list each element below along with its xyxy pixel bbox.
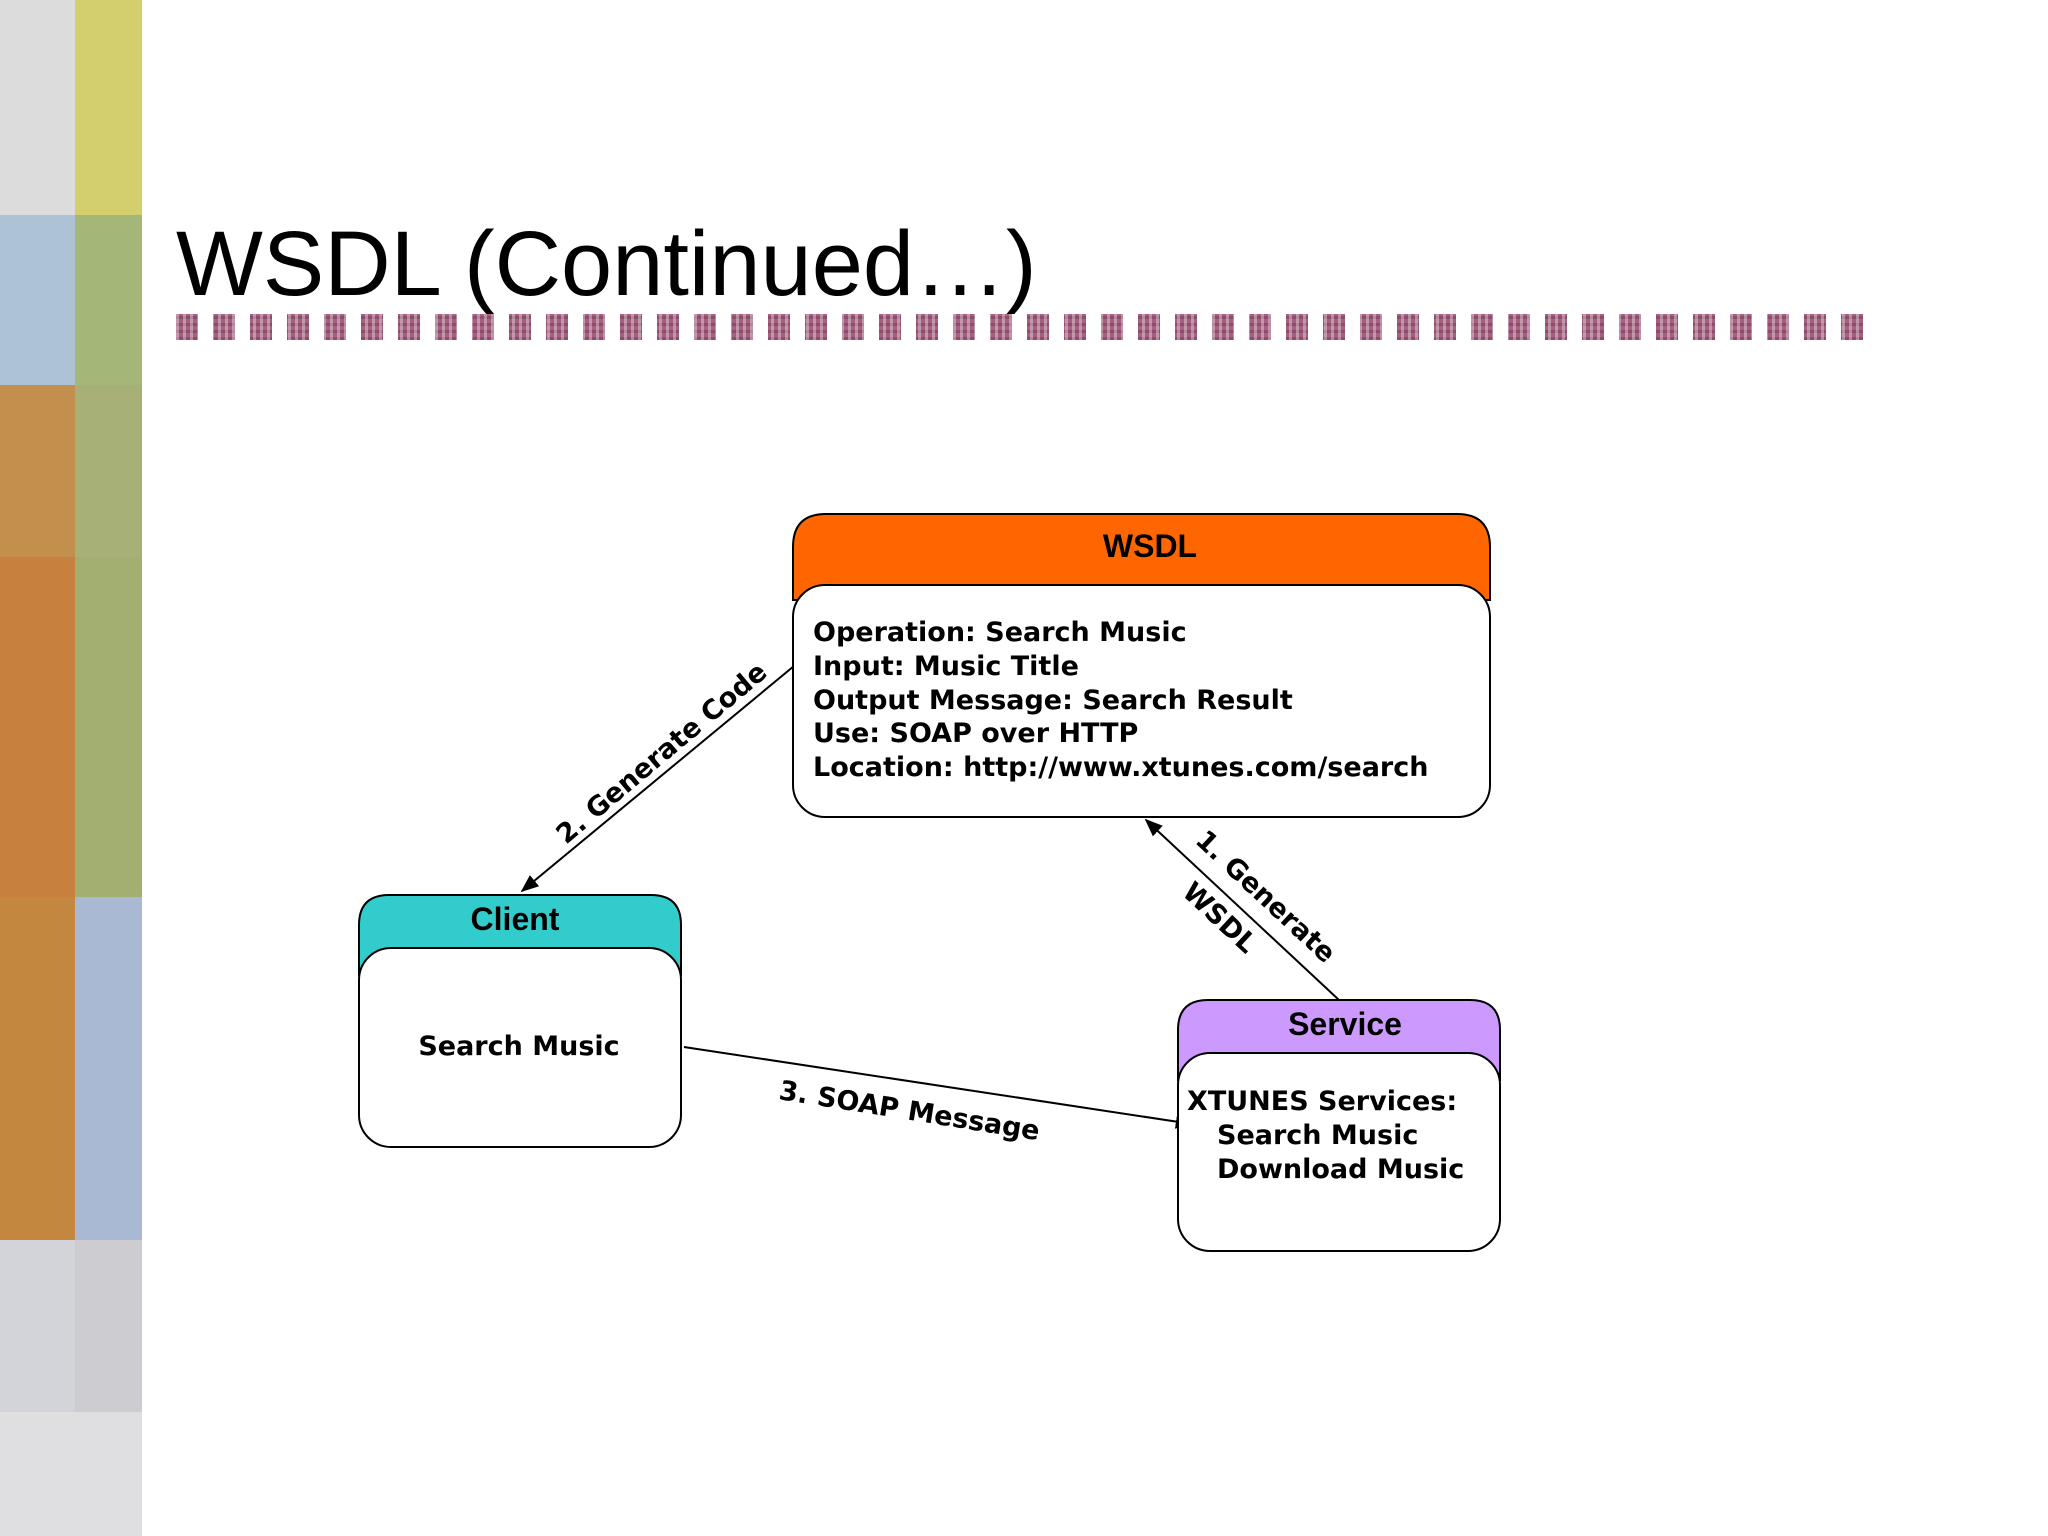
service-node-line: Download Music [1217, 1154, 1464, 1185]
client-node: Client Search Music [358, 894, 682, 1148]
strip-block [0, 0, 75, 215]
service-node-body [1177, 1052, 1501, 1252]
service-node-line: XTUNES Services: [1187, 1086, 1457, 1117]
strip-block [0, 385, 75, 557]
generate-wsdl-arrow [1144, 818, 1340, 1001]
strip-block [75, 385, 142, 557]
strip-block [0, 1240, 75, 1412]
wsdl-node-line: Operation: Search Music [813, 617, 1187, 648]
strip-block [0, 897, 75, 1240]
generate-code-arrow [520, 665, 795, 893]
service-node-title: Service [1288, 1006, 1402, 1042]
decorative-color-strip [0, 0, 142, 1536]
edge-label-soap-message: 3. SOAP Message [777, 1075, 1042, 1147]
wsdl-node-header [792, 513, 1491, 601]
strip-block [0, 1412, 142, 1536]
slide-title: WSDL (Continued…) [176, 213, 1037, 315]
service-node-line: Search Music [1217, 1120, 1418, 1151]
wsdl-node-line: Use: SOAP over HTTP [813, 718, 1138, 749]
client-node-title: Client [471, 901, 560, 937]
edge-label-generate-code: 2. Generate Code [551, 657, 774, 851]
wsdl-node-line: Output Message: Search Result [813, 685, 1293, 716]
wsdl-node-line: Input: Music Title [813, 651, 1079, 682]
wsdl-node: WSDL Operation: Search Music Input: Musi… [792, 513, 1491, 818]
strip-block [75, 897, 142, 1240]
client-node-line: Search Music [418, 1031, 619, 1062]
strip-block [75, 1240, 142, 1412]
strip-block [0, 557, 75, 897]
strip-block [75, 215, 142, 385]
wsdl-node-title: WSDL [1103, 528, 1197, 564]
wsdl-node-body [792, 584, 1491, 818]
service-node: Service XTUNES Services: Search Music Do… [1177, 999, 1501, 1252]
soap-message-arrow [683, 1046, 1194, 1129]
client-node-body [358, 947, 682, 1148]
title-divider [176, 314, 1866, 340]
strip-block [75, 0, 142, 215]
wsdl-node-line: Location: http://www.xtunes.com/search [813, 752, 1428, 783]
strip-block [75, 557, 142, 897]
strip-block [0, 215, 75, 385]
